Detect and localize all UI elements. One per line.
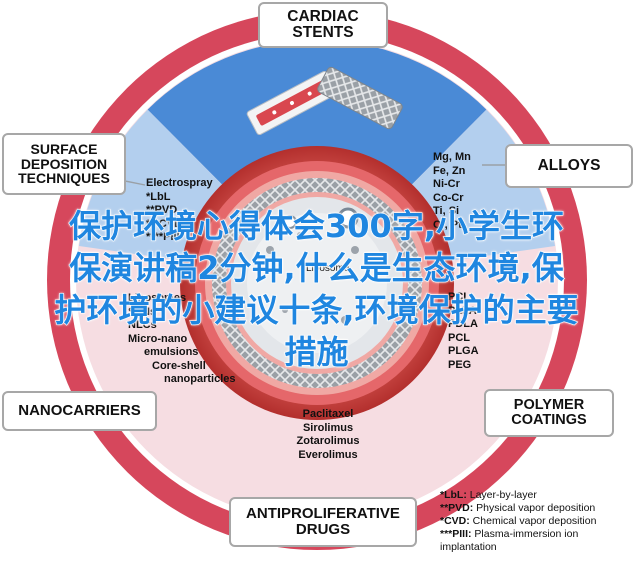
polymer-item: PLLA: [448, 304, 477, 317]
deposition-item: ***CVD: [146, 217, 183, 230]
legend-row: **PVD: Physical vapor deposition: [440, 502, 596, 515]
nanocarrier-item: Liposomes: [128, 292, 187, 304]
alloys-list: Mg, Mn Fe, Zn Ni-Cr Co-Cr Ti, Si Cr, Pt: [433, 151, 471, 232]
deposition-item: *LbL: [146, 190, 171, 203]
deposition-techniques-list: Electrospray *LbL **PVD ***CVD ****PIII: [146, 177, 213, 245]
polymer-coatings-line-2: COATINGS: [511, 412, 587, 428]
nanocarriers-list: Liposomes SLNs NLCs Micro-nano emulsions…: [128, 292, 236, 387]
stent-illustration-coated: [246, 70, 338, 136]
cardiac-stents-line-2: STENTS: [292, 24, 354, 41]
deposition-item: Electrospray: [146, 177, 213, 189]
legend-text: Plasma-immersion ion: [471, 528, 579, 540]
surface-deposition-line-3: TECHNIQUES: [18, 170, 110, 187]
legend-row: ***PIII: Plasma-immersion ion: [440, 528, 596, 541]
legend-text: Chemical vapor deposition: [469, 515, 597, 527]
liposome-particle: [337, 207, 359, 229]
drugs-list: Paclitaxel Sirolimus Zotarolimus Everoli…: [283, 408, 373, 462]
legend-key: *LbL:: [440, 489, 467, 501]
drug-item: Everolimus: [298, 448, 358, 461]
polymer-item: PCL: [448, 291, 470, 303]
legend-text: Layer-by-layer: [466, 489, 537, 501]
polymer-item: PDLA: [448, 318, 478, 330]
surface-deposition-line-2: DEPOSITION: [20, 155, 108, 172]
nanoparticles: [266, 232, 359, 324]
overlay-title: 保护环境心得体会300字,小学生环 保演讲稿2分钟,什么是生态环境,保 护环境的…: [0, 205, 633, 373]
nanocarrier-item: Core-shell: [152, 359, 206, 372]
legend-text: Physical vapor deposition: [473, 502, 596, 514]
polymers-list: PCL PLLA PDLA PCL PLGA PEG: [448, 291, 479, 372]
polymer-item: PLGA: [448, 345, 479, 357]
nanocarriers-box: NANOCARRIERS: [2, 391, 157, 431]
abbreviation-legend: *LbL: Layer-by-layer **PVD: Physical vap…: [440, 489, 596, 554]
liposome-label: Liposome: [306, 263, 350, 274]
deposition-item: **PVD: [146, 204, 178, 216]
nanocarrier-item: NLCs: [128, 319, 157, 331]
polymer-item: PCL: [448, 331, 470, 344]
nanocarrier-item: SLNs: [128, 305, 157, 318]
cardiac-stents-line-1: CARDIAC: [287, 7, 359, 25]
nanocarrier-item: emulsions: [144, 346, 199, 358]
alloy-item: Cr, Pt: [433, 218, 462, 231]
alloy-item: Ni-Cr: [433, 178, 460, 190]
stent-illustration-mesh: [317, 66, 403, 130]
liposome-particle-2: [283, 215, 297, 229]
stent-ring: [212, 178, 422, 388]
legend-key: ***PIII:: [440, 528, 472, 540]
alloy-item: Mg, Mn: [433, 151, 471, 163]
antiproliferative-line-1: ANTIPROLIFERATIVE: [246, 505, 400, 523]
alloy-item: Co-Cr: [433, 191, 464, 204]
nanocarriers-label: NANOCARRIERS: [18, 402, 141, 420]
nanocarrier-item: Micro-nano: [128, 332, 188, 345]
legend-key: **PVD:: [440, 502, 474, 514]
alloys-box: ALLOYS: [505, 144, 633, 188]
overlay-title-line: 护环境的小建议十条,环境保护的主要: [54, 290, 579, 329]
surface-deposition-line-1: SURFACE: [30, 140, 98, 157]
legend-row: *LbL: Layer-by-layer: [440, 489, 596, 502]
drug-item: Sirolimus: [302, 421, 354, 434]
legend-text: implantation: [440, 541, 497, 553]
drug-item: Paclitaxel: [302, 408, 354, 420]
deposition-item: ****PIII: [146, 231, 180, 243]
overlay-title-line: 保演讲稿2分钟,什么是生态环境,保: [69, 248, 565, 287]
nanocarrier-item: nanoparticles: [164, 373, 236, 385]
alloy-item: Ti, Si: [433, 205, 460, 217]
drug-item: Zotarolimus: [296, 435, 360, 447]
legend-row: implantation: [440, 541, 596, 554]
polymer-coatings-line-1: POLYMER: [513, 396, 585, 413]
overlay-title-line: 保护环境心得体会300字,小学生环: [68, 206, 564, 245]
alloys-label: ALLOYS: [537, 156, 601, 174]
legend-key: *CVD:: [440, 515, 470, 527]
polymer-item: PEG: [448, 358, 472, 371]
legend-row: *CVD: Chemical vapor deposition: [440, 515, 596, 528]
antiproliferative-line-2: DRUGS: [295, 521, 351, 538]
overlay-title-line: 措施: [284, 332, 349, 371]
alloy-item: Fe, Zn: [433, 164, 466, 177]
